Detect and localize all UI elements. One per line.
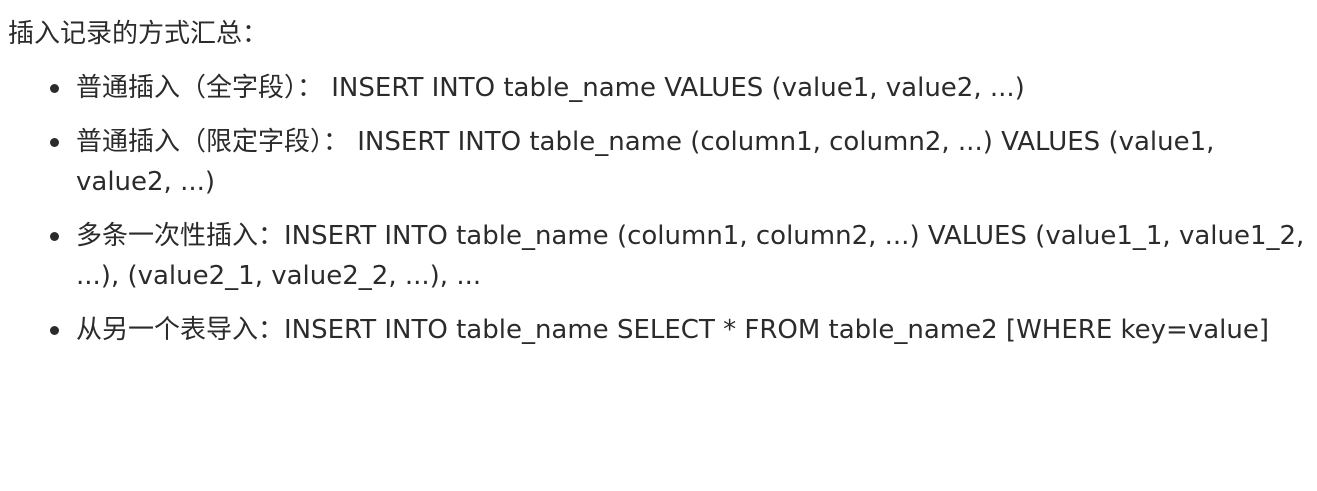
- list-item-text: 普通插入（限定字段）： INSERT INTO table_name (colu…: [76, 127, 1215, 197]
- list-item-text: 普通插入（全字段）： INSERT INTO table_name VALUES…: [76, 73, 1025, 103]
- bullet-dot-icon: [50, 326, 59, 335]
- bullet-dot-icon: [50, 232, 59, 241]
- list-item-insert-from-table: 从另一个表导入：INSERT INTO table_name SELECT * …: [50, 310, 1306, 350]
- list-item-insert-all-fields: 普通插入（全字段）： INSERT INTO table_name VALUES…: [50, 68, 1306, 108]
- list-item-text: 从另一个表导入：INSERT INTO table_name SELECT * …: [76, 315, 1269, 345]
- bullet-dot-icon: [50, 138, 59, 147]
- list-item-text: 多条一次性插入：INSERT INTO table_name (column1,…: [76, 221, 1305, 291]
- insert-methods-list: 普通插入（全字段）： INSERT INTO table_name VALUES…: [8, 68, 1317, 350]
- list-item-insert-multiple-rows: 多条一次性插入：INSERT INTO table_name (column1,…: [50, 216, 1306, 296]
- bullet-dot-icon: [50, 84, 59, 93]
- section-intro: 插入记录的方式汇总：: [8, 19, 269, 49]
- list-item-insert-specified-fields: 普通插入（限定字段）： INSERT INTO table_name (colu…: [50, 122, 1306, 202]
